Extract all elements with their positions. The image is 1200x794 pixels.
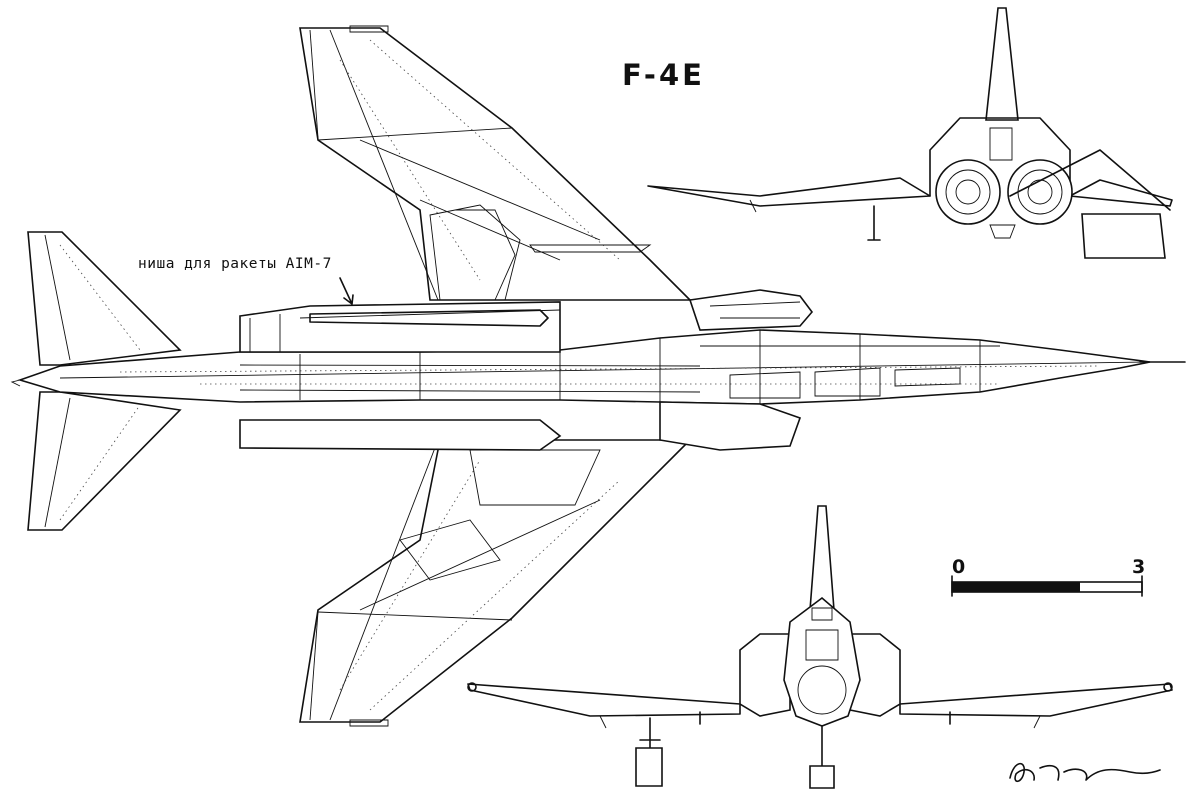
- upper-wing: [299, 27, 692, 301]
- artist-signature: [1009, 762, 1161, 783]
- left-exhaust: [935, 159, 1001, 225]
- aircraft-title: F-4E: [622, 58, 705, 92]
- rear-stabilizer-right: [1081, 213, 1166, 259]
- callout-arrow: [339, 277, 354, 305]
- front-left-wing: [467, 683, 741, 717]
- plan-view: [10, 25, 1186, 727]
- upper-intake: [239, 301, 561, 353]
- lower-stabilizer: [27, 391, 182, 531]
- rear-left-wing: [647, 177, 931, 207]
- upper-stabilizer: [27, 231, 182, 366]
- front-view: [467, 505, 1173, 789]
- front-fin: [809, 505, 835, 611]
- right-exhaust: [1007, 159, 1073, 225]
- scale-end-label: 3: [1132, 556, 1146, 578]
- canopy: [688, 289, 814, 331]
- scale-start-label: 0: [952, 556, 966, 578]
- front-nose: [783, 596, 861, 727]
- lower-wing: [299, 439, 692, 723]
- rear-right-wing: [1069, 179, 1173, 207]
- front-left-intake: [739, 633, 791, 717]
- rear-view: [647, 7, 1173, 259]
- rear-fin: [985, 7, 1019, 121]
- front-right-wing: [899, 683, 1173, 717]
- missile-bay-callout: ниша для ракеты AIM-7: [138, 256, 332, 272]
- aim7-bay: [309, 309, 549, 327]
- scale-bar: [951, 575, 1143, 597]
- lower-intake: [239, 419, 562, 451]
